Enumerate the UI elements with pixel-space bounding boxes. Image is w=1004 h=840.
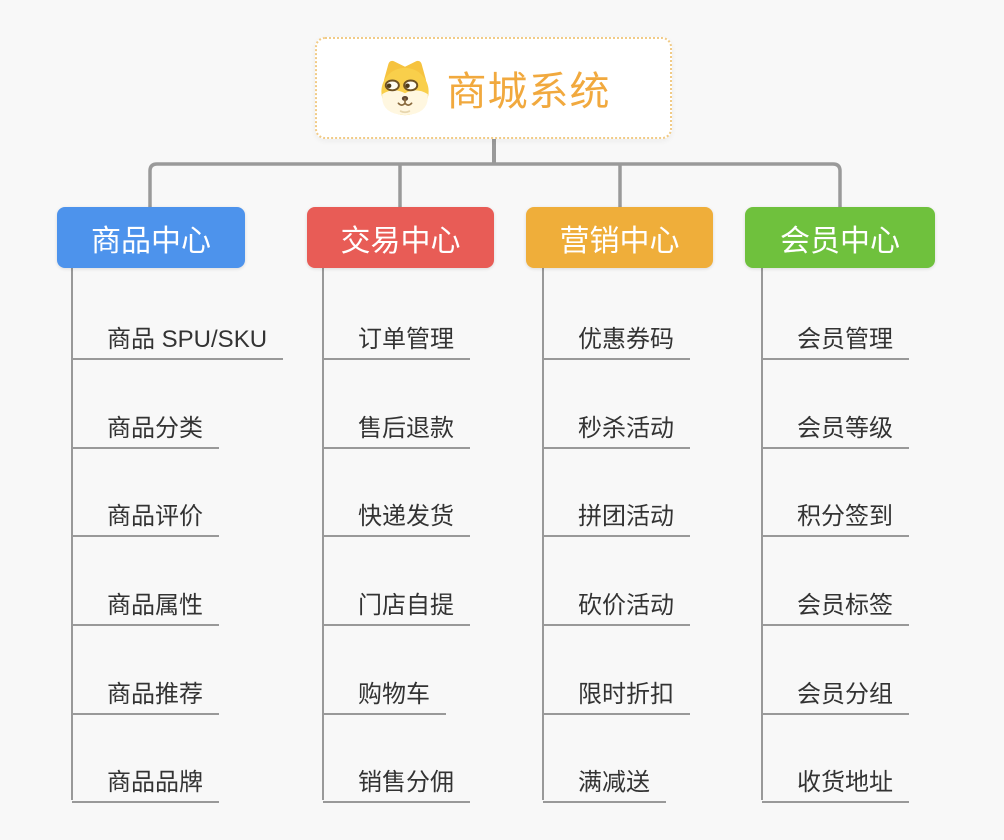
leaf-node[interactable]: 商品推荐 bbox=[72, 665, 219, 715]
branch-label: 营销中心 bbox=[559, 224, 680, 258]
leaf-node[interactable]: 会员管理 bbox=[762, 310, 909, 360]
leaf-node[interactable]: 限时折扣 bbox=[543, 665, 690, 715]
leaf-node[interactable]: 门店自提 bbox=[323, 576, 470, 626]
branch-node-product-center[interactable]: 商品中心 bbox=[57, 207, 245, 268]
branch-node-trade-center[interactable]: 交易中心 bbox=[307, 207, 494, 268]
leaf-node[interactable]: 商品 SPU/SKU bbox=[72, 310, 284, 360]
leaf-node[interactable]: 商品属性 bbox=[72, 576, 219, 626]
leaf-node[interactable]: 会员等级 bbox=[762, 399, 909, 449]
branch-node-member-center[interactable]: 会员中心 bbox=[745, 207, 935, 268]
root-title: 商城系统 bbox=[446, 70, 611, 114]
leaf-node[interactable]: 拼团活动 bbox=[543, 487, 690, 537]
leaf-node[interactable]: 商品分类 bbox=[72, 399, 219, 449]
leaf-node[interactable]: 订单管理 bbox=[323, 310, 470, 360]
leaf-node[interactable]: 收货地址 bbox=[762, 753, 909, 803]
leaf-node[interactable]: 商品评价 bbox=[72, 487, 219, 537]
leaf-node[interactable]: 优惠券码 bbox=[543, 310, 690, 360]
branch-label: 交易中心 bbox=[340, 224, 461, 258]
leaf-node[interactable]: 商品品牌 bbox=[72, 753, 219, 803]
leaf-node[interactable]: 购物车 bbox=[323, 665, 446, 715]
branch-node-marketing-center[interactable]: 营销中心 bbox=[526, 207, 713, 268]
branch-label: 商品中心 bbox=[91, 224, 211, 258]
leaf-node[interactable]: 砍价活动 bbox=[543, 576, 690, 626]
leaf-node[interactable]: 会员分组 bbox=[762, 665, 909, 715]
branch-label: 会员中心 bbox=[780, 224, 900, 258]
leaf-node[interactable]: 满减送 bbox=[543, 753, 666, 803]
leaf-node[interactable]: 快递发货 bbox=[323, 487, 470, 537]
root-node[interactable]: 商城系统 bbox=[315, 37, 672, 139]
leaf-node[interactable]: 售后退款 bbox=[323, 399, 470, 449]
leaf-node[interactable]: 会员标签 bbox=[762, 576, 909, 626]
leaf-node[interactable]: 销售分佣 bbox=[323, 753, 470, 803]
leaf-node[interactable]: 积分签到 bbox=[762, 487, 909, 537]
dog-face-icon bbox=[380, 60, 429, 116]
leaf-node[interactable]: 秒杀活动 bbox=[543, 399, 690, 449]
